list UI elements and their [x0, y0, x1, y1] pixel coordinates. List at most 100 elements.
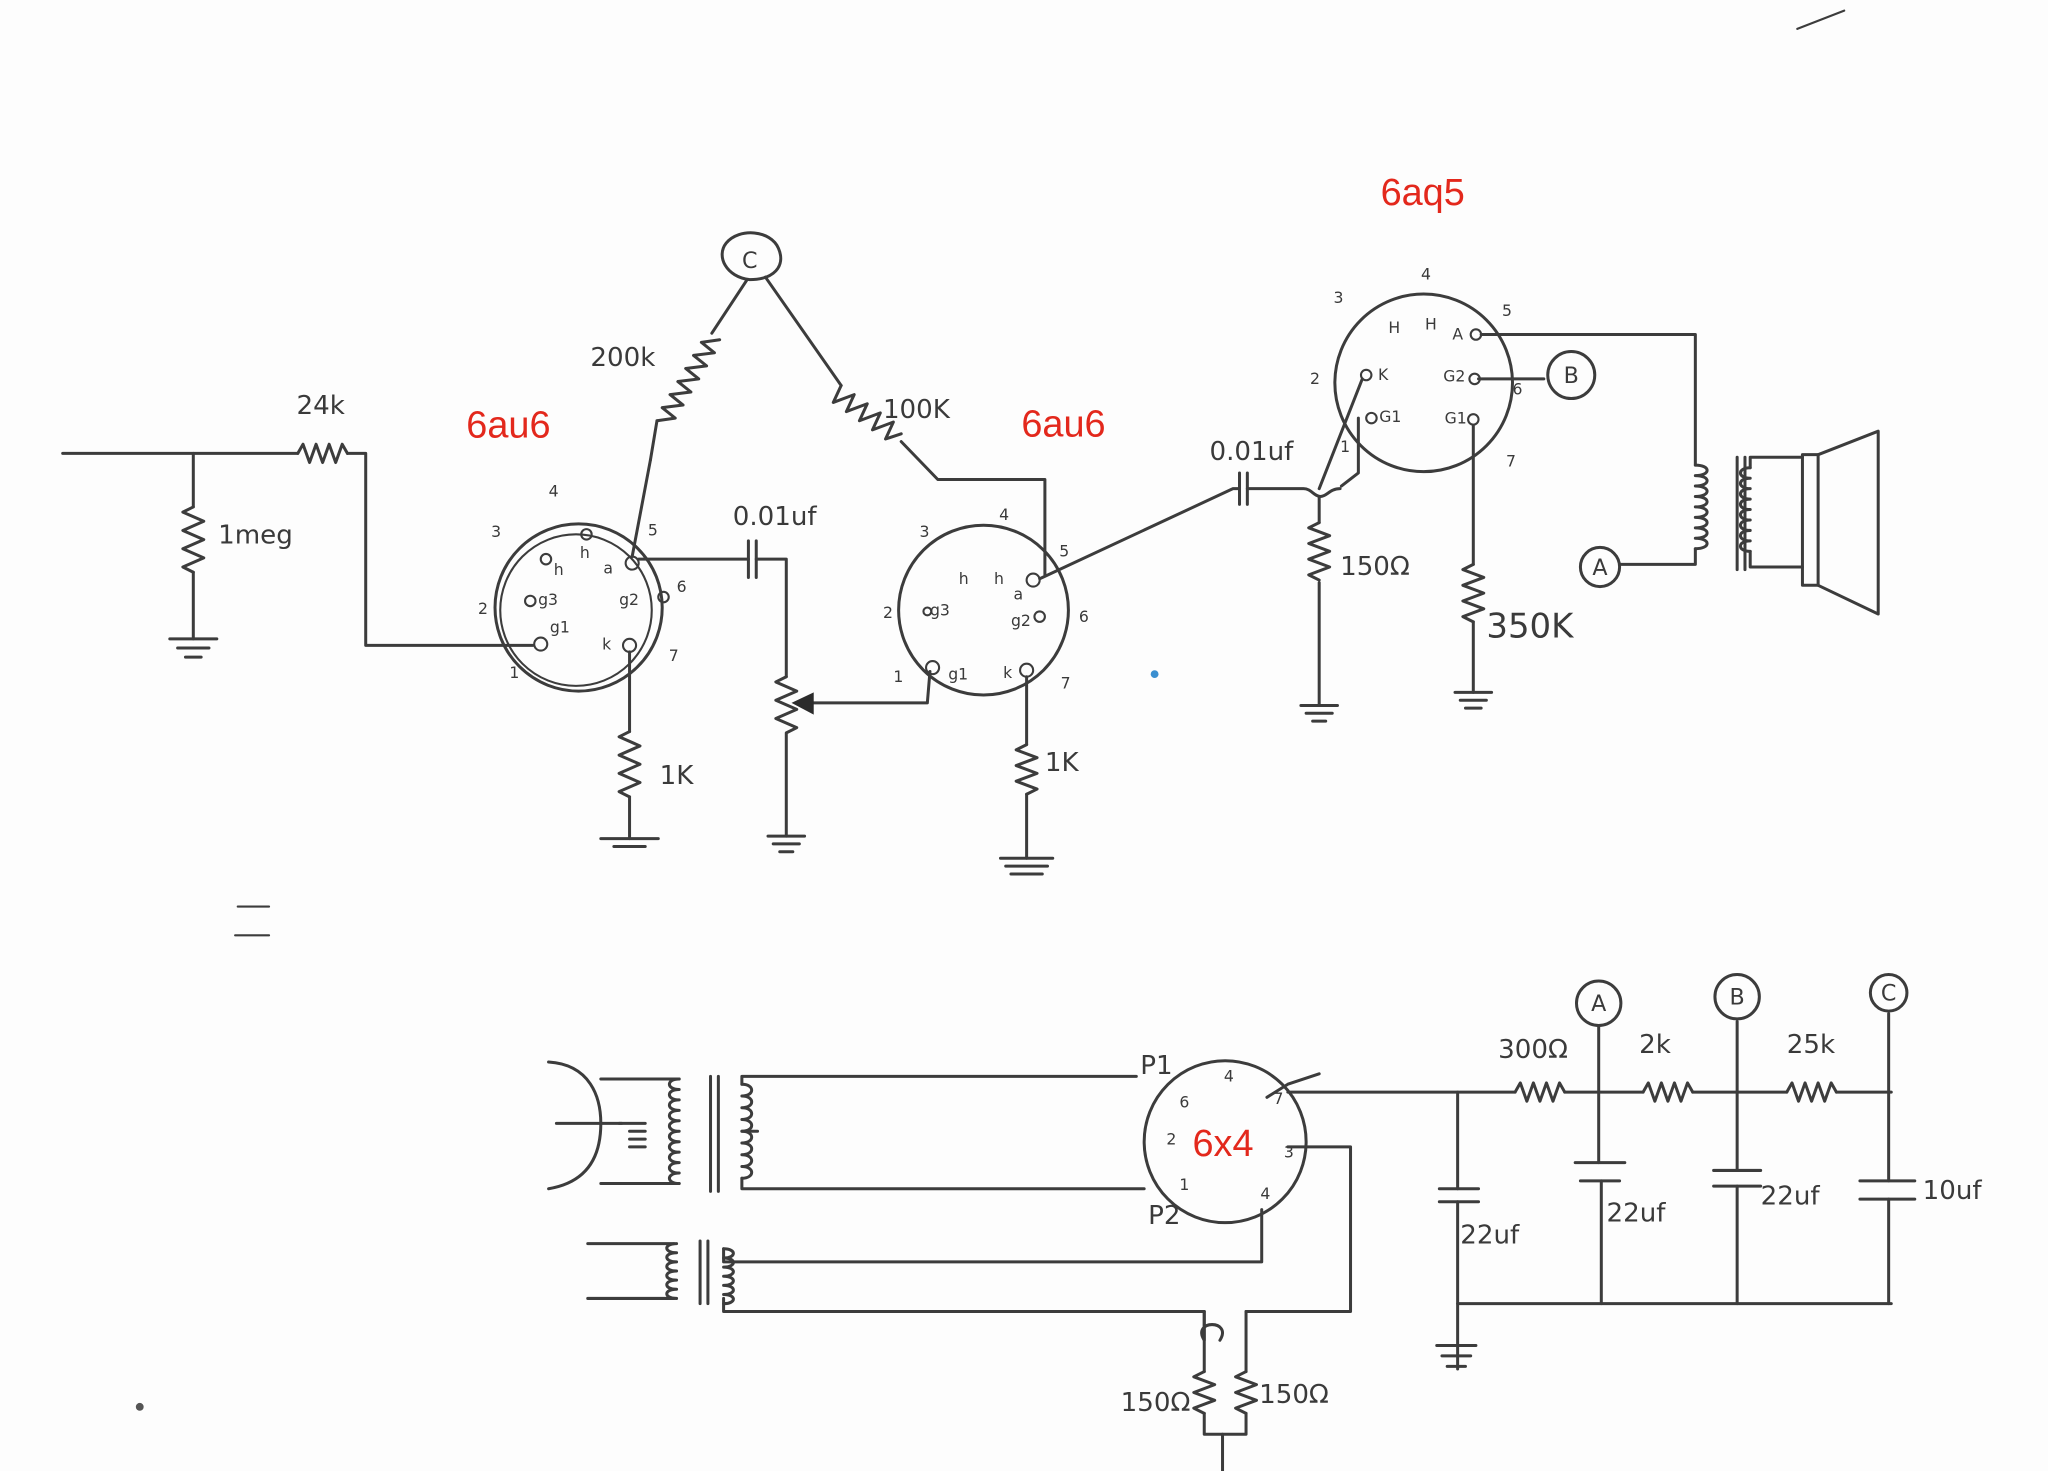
stage1-cathode: 1K — [599, 650, 695, 849]
label-150ohm-a: 150Ω — [1121, 1388, 1191, 1418]
label-100k: 100K — [883, 395, 951, 425]
label-25k: 25k — [1787, 1030, 1836, 1060]
svg-text:6: 6 — [1079, 607, 1089, 626]
svg-text:4: 4 — [1421, 265, 1431, 284]
svg-text:A: A — [1591, 991, 1606, 1017]
stage3-wiring: 350K — [1317, 333, 1697, 710]
node-c-bubble — [720, 231, 783, 282]
svg-text:6: 6 — [677, 577, 687, 596]
svg-text:3: 3 — [920, 522, 930, 541]
svg-text:2: 2 — [1310, 369, 1320, 388]
resistor-200k — [655, 338, 722, 423]
svg-text:A: A — [1592, 555, 1607, 581]
label-24k: 24k — [296, 391, 345, 421]
potentiometer — [774, 675, 799, 838]
svg-text:h: h — [994, 569, 1004, 588]
node-a-top: A — [1578, 545, 1622, 589]
tube-socket-v1: 4 3 5 2 6 1 7 h h g3 g1 a g2 k — [478, 481, 687, 693]
resistor-1meg — [181, 505, 206, 574]
output-transformer — [1618, 455, 1804, 572]
svg-text:G1: G1 — [1379, 407, 1401, 426]
resistor-1k-v2 — [1014, 743, 1039, 796]
label-350k: 350K — [1486, 607, 1574, 647]
tube-socket-v2: 4 3 5 2 6 1 7 h h g3 g1 a g2 k — [883, 505, 1089, 697]
tube-label-v4: 6x4 — [1192, 1123, 1253, 1165]
svg-text:g2: g2 — [619, 590, 639, 609]
svg-text:4: 4 — [1260, 1184, 1270, 1203]
node-a-supply: A — [1574, 979, 1623, 1027]
label-1k-v1: 1K — [660, 761, 695, 791]
node-b-top: B — [1546, 349, 1597, 401]
svg-text:P2: P2 — [1148, 1201, 1180, 1231]
svg-text:7: 7 — [1506, 451, 1516, 470]
svg-text:G1: G1 — [1445, 408, 1467, 427]
svg-text:5: 5 — [1502, 301, 1512, 320]
ground-symbol — [168, 637, 219, 659]
svg-text:1: 1 — [1340, 437, 1350, 456]
svg-text:G2: G2 — [1443, 367, 1465, 386]
svg-text:g3: g3 — [538, 590, 558, 609]
resistor-2k — [1641, 1081, 1695, 1103]
svg-text:7: 7 — [669, 646, 679, 665]
svg-text:6: 6 — [1179, 1093, 1189, 1112]
svg-text:B: B — [1564, 363, 1579, 389]
svg-text:B: B — [1730, 985, 1745, 1011]
svg-text:k: k — [1003, 663, 1013, 682]
resistor-350k — [1461, 562, 1486, 624]
resistor-25k — [1785, 1081, 1838, 1103]
power-transformer — [547, 1060, 1264, 1314]
resistor-150ohm-v3 — [1307, 521, 1332, 582]
svg-text:k: k — [602, 634, 612, 653]
supply-filter: 300Ω 2k 25k 22uf 22uf 22uf 10uf — [1286, 1012, 1983, 1371]
svg-text:1: 1 — [509, 663, 519, 682]
label-22uf-1: 22uf — [1607, 1198, 1667, 1228]
svg-text:2: 2 — [478, 599, 488, 618]
label-200k: 200k — [590, 343, 656, 373]
svg-text:a: a — [603, 559, 613, 578]
svg-text:P1: P1 — [1140, 1051, 1172, 1081]
label-22uf-2: 22uf — [1761, 1181, 1821, 1211]
svg-text:g1: g1 — [550, 617, 570, 636]
tube-label-v2: 6au6 — [1021, 403, 1105, 445]
svg-text:K: K — [1378, 365, 1389, 384]
svg-text:3: 3 — [491, 522, 501, 541]
label-300ohm: 300Ω — [1498, 1035, 1568, 1065]
resistor-24k — [296, 442, 349, 465]
tube-socket-v3: 4 3 5 2 6 1 7 H H A K G2 G1 G1 — [1310, 265, 1522, 474]
tube-socket-v4: 6 4 7 3 4 1 2 P1 P2 — [1140, 1051, 1321, 1231]
svg-text:a: a — [1014, 585, 1024, 604]
svg-text:6: 6 — [1512, 380, 1522, 399]
svg-text:5: 5 — [1059, 542, 1069, 561]
label-0.01uf-v1: 0.01uf — [733, 502, 818, 532]
volume-potentiometer — [766, 669, 932, 854]
svg-text:3: 3 — [1284, 1142, 1294, 1161]
svg-text:7: 7 — [1061, 673, 1071, 692]
svg-text:1: 1 — [893, 667, 903, 686]
node-c-top: C 100K — [720, 231, 1047, 577]
stage2-cathode: 1K — [998, 675, 1080, 876]
label-10uf: 10uf — [1923, 1176, 1983, 1206]
label-150ohm-b: 150Ω — [1259, 1380, 1329, 1410]
svg-text:7: 7 — [1273, 1089, 1283, 1108]
svg-text:A: A — [1452, 325, 1463, 344]
tube-label-v3: 6aq5 — [1381, 172, 1465, 214]
svg-text:1: 1 — [1179, 1175, 1189, 1194]
svg-text:4: 4 — [1224, 1067, 1234, 1086]
label-150ohm-v3: 150Ω — [1340, 552, 1410, 582]
svg-text:4: 4 — [549, 481, 559, 500]
label-22uf-0: 22uf — [1460, 1221, 1520, 1251]
input-network: 24k 1meg — [61, 391, 535, 659]
stage1-plate: 200k 0.01uf — [590, 278, 818, 679]
resistor-100k — [831, 383, 903, 441]
heater-balance: 150Ω 150Ω — [1121, 1145, 1353, 1471]
stage2-plate: 0.01uf 150Ω — [1038, 437, 1410, 723]
resistor-300ohm — [1513, 1081, 1567, 1103]
label-1k-v2: 1K — [1045, 748, 1080, 778]
label-1meg: 1meg — [218, 521, 293, 551]
resistor-150ohm-a — [1192, 1370, 1217, 1415]
capacitor-10uf — [1858, 1179, 1917, 1201]
node-c-supply: C — [1868, 973, 1909, 1013]
svg-text:g1: g1 — [948, 664, 968, 683]
svg-text:h: h — [554, 560, 564, 579]
